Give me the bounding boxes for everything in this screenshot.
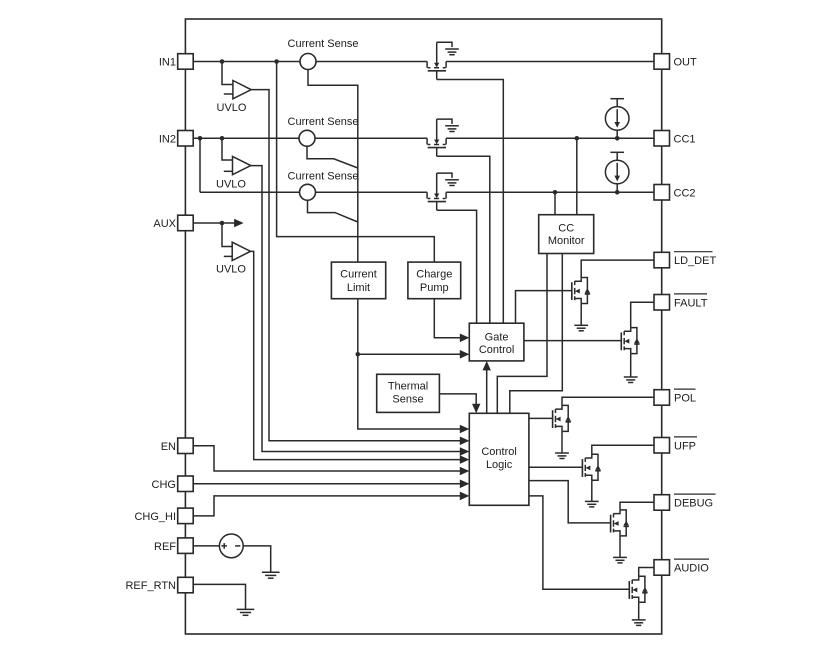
svg-text:Monitor: Monitor (548, 235, 585, 247)
svg-text:AUX: AUX (153, 218, 176, 230)
svg-text:CHG: CHG (152, 479, 176, 491)
svg-text:EN: EN (161, 441, 176, 453)
svg-text:DEBUG: DEBUG (674, 498, 713, 510)
svg-text:CC2: CC2 (674, 187, 696, 199)
svg-text:AUDIO: AUDIO (674, 563, 709, 575)
svg-text:FAULT: FAULT (674, 297, 708, 309)
svg-text:LD_DET: LD_DET (674, 255, 716, 267)
svg-text:Pump: Pump (420, 282, 449, 294)
svg-text:IN1: IN1 (159, 57, 176, 69)
svg-text:Current Sense: Current Sense (288, 38, 359, 50)
svg-text:Current Sense: Current Sense (288, 170, 359, 182)
svg-text:Current: Current (340, 269, 377, 281)
svg-text:POL: POL (674, 393, 696, 405)
svg-text:Limit: Limit (347, 282, 370, 294)
svg-text:CHG_HI: CHG_HI (134, 511, 176, 523)
svg-text:UFP: UFP (674, 440, 696, 452)
svg-text:Control: Control (479, 344, 514, 356)
svg-text:OUT: OUT (674, 57, 698, 69)
svg-text:CC1: CC1 (674, 133, 696, 145)
svg-text:UVLO: UVLO (217, 102, 247, 114)
svg-text:UVLO: UVLO (216, 264, 246, 276)
svg-text:UVLO: UVLO (216, 179, 246, 191)
svg-text:Charge: Charge (416, 269, 452, 281)
svg-text:CC: CC (558, 223, 574, 235)
svg-text:REF: REF (154, 541, 176, 553)
svg-text:Logic: Logic (486, 459, 513, 471)
svg-text:Gate: Gate (485, 331, 509, 343)
svg-text:Thermal: Thermal (388, 381, 428, 393)
svg-text:IN2: IN2 (159, 133, 176, 145)
svg-text:Control: Control (481, 446, 516, 458)
svg-text:Sense: Sense (392, 394, 423, 406)
svg-text:Current Sense: Current Sense (288, 116, 359, 128)
svg-text:REF_RTN: REF_RTN (125, 580, 176, 592)
